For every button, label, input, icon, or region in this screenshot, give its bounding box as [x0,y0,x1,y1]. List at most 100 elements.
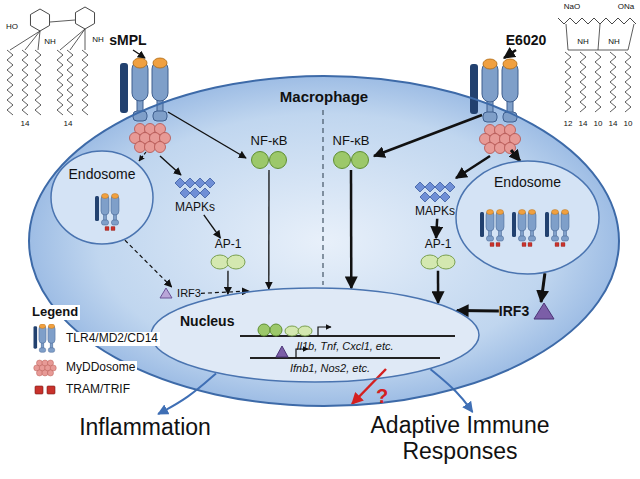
diagram-label: E6020 [506,32,546,48]
tlr4-receptor [133,58,147,68]
legend-text: TLR4/MD2/CD14 [64,332,160,346]
myddosome [495,143,506,154]
node-label: Macrophage [280,88,368,105]
tlr4-receptor [562,236,569,241]
pathway-arrow [204,215,221,238]
signal-arrow [133,50,145,58]
tlr4-receptor [153,58,167,68]
myddosome [36,370,42,376]
mapk-cluster-icon [445,182,455,192]
mapk-cluster-icon [430,192,440,202]
tlr4-receptor [39,348,45,353]
tlr4-receptor [95,196,99,221]
smpl-structure [22,50,28,115]
label-holder: Legend [30,305,80,320]
smpl-structure [67,50,73,115]
smpl-structure [7,50,13,115]
tlr4-receptor [34,326,38,349]
atom-label: 14 [609,119,618,128]
e6020-structure [625,52,631,112]
legend-text: TRAM/TRIF [64,383,132,397]
e6020-structure [598,24,600,50]
atom-label: 14 [579,119,588,128]
endosome-ellipse [456,161,599,274]
tlr4-receptor [480,210,504,247]
smpl-structure [82,50,88,115]
tram-trif [561,243,565,247]
nfkb-dimer: NF-κB [331,134,371,170]
legend-row: TRAM/TRIF [30,382,160,398]
ap1-dimer: AP-1 [209,238,247,271]
tlr4-receptor [497,210,504,215]
diagram-label: Legend [30,305,80,320]
tram-trif [555,243,559,247]
dna [276,346,288,357]
nfkb-dimer: NF-κB [249,134,289,170]
label-holder: NH [92,35,104,44]
tlr4-receptor [483,59,497,69]
node-label: Endosome [69,166,136,182]
tlr4-receptor [112,220,119,225]
myddosome [34,360,57,376]
smpl-structure [70,29,85,50]
atom-label: ONa [618,2,634,11]
node-label: Endosome [494,174,561,190]
tram-trif [105,227,115,231]
diagram-label: Ifnb1, Nos2, etc. [290,362,370,375]
pathway-arrow [227,271,228,294]
signal-arrow [504,50,516,58]
dna [258,324,270,336]
label-holder: 12 [564,119,573,128]
mapk-cluster-icon [435,182,445,192]
tram-trif [35,386,55,394]
atom-label: 10 [624,119,633,128]
tlr4-receptor [483,112,497,122]
ap1-dimer-icon [419,253,457,271]
smpl-structure [85,29,86,50]
outcome-text: Inflammation [79,414,211,440]
smpl-structure [50,20,75,22]
nfkb-dimer-icon [252,151,269,168]
node-label: Inflammation [79,414,211,440]
label-holder: sMPL [109,32,146,48]
myddosome [47,370,53,376]
label-holder: 10 [624,119,633,128]
myddosome [135,142,146,153]
ap1-dimer-icon [211,255,229,269]
dna [318,327,331,336]
mapk-cluster-icon [413,180,457,204]
mapk-cluster: MAPKs [413,180,457,219]
mapk-cluster-icon [180,188,190,198]
nfkb-dimer-icon [331,150,371,170]
label-holder: 14 [579,119,588,128]
smpl-structure [10,31,40,50]
nfkb-dimer-icon [334,151,351,168]
e6020-structure [580,52,586,112]
tlr4-receptor [39,324,45,328]
legend-sample [30,382,60,398]
tram-trif [496,243,500,247]
mapk-cluster-icon [195,178,205,188]
label-holder: 14 [609,119,618,128]
e6020-structure [568,50,628,51]
legend-row: MyDDosome [30,357,160,379]
atom-label: 14 [64,119,73,128]
mapk-cluster-icon [425,182,435,192]
diagram-label: ? [376,385,388,408]
atom-label: NH [44,37,56,46]
mapk-cluster-icon [440,192,450,202]
tram-trif [528,243,532,247]
myddosome [42,370,48,376]
tram-trif [555,243,565,247]
ap1-dimer-icon [437,255,455,269]
atom-label: NH [92,35,104,44]
pathway-arrow [158,373,216,414]
legend-text: MyDDosome [64,361,137,375]
tlr4-receptor [519,236,526,241]
smpl-structure [60,29,85,50]
label-holder: 14 [64,119,73,128]
e6020-structure [610,52,616,112]
compartment-fill [29,76,619,406]
ap1-dimer-icon [209,253,247,271]
dna [298,326,312,336]
